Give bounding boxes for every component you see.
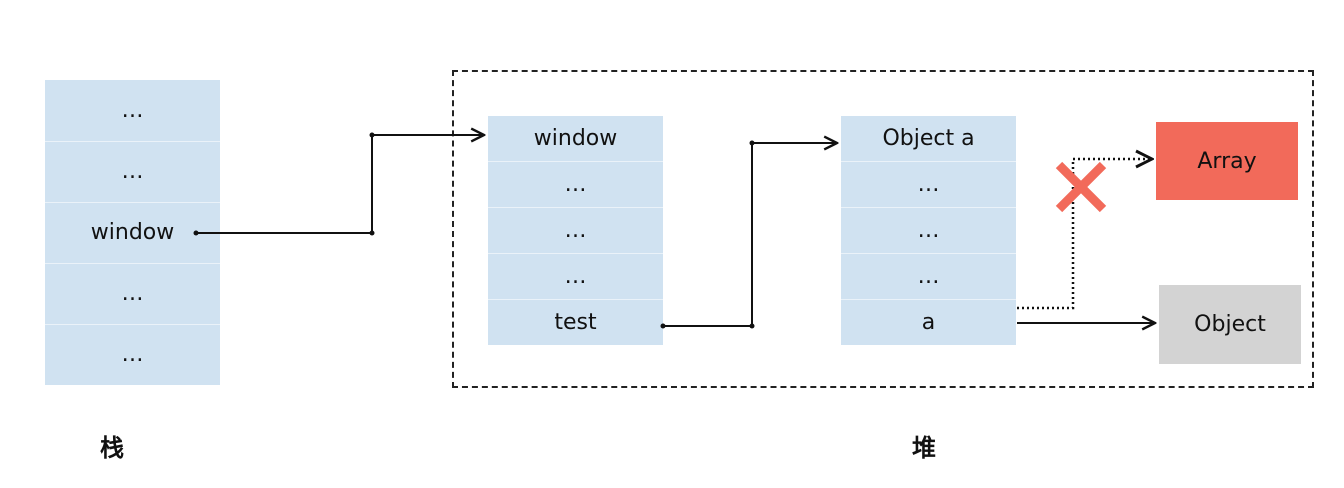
heap-region xyxy=(452,70,1314,388)
window-object-divider xyxy=(488,207,663,208)
object-a-divider xyxy=(841,207,1016,208)
window-object-cell-2: … xyxy=(564,172,587,197)
stack-divider xyxy=(45,141,220,142)
object-a-divider xyxy=(841,253,1016,254)
object-a-column: Object a … … … a xyxy=(841,116,1016,345)
window-object-column: window … … … test xyxy=(488,116,663,345)
window-object-cell-window: window xyxy=(533,126,618,151)
object-a-divider xyxy=(841,299,1016,300)
stack-cell-2: … xyxy=(121,159,144,184)
window-object-divider xyxy=(488,161,663,162)
window-object-cell-test: test xyxy=(554,310,597,335)
object-a-cell-3: … xyxy=(917,218,940,243)
heap-caption: 堆 xyxy=(912,434,936,462)
stack-cell-1: … xyxy=(121,98,144,123)
stack-to-window-bend-dot xyxy=(369,230,375,236)
test-to-object-a-start-dot xyxy=(660,323,666,329)
stack-cell-window: window xyxy=(90,220,175,245)
window-object-cell-3: … xyxy=(564,218,587,243)
test-to-object-a-bend-dot xyxy=(749,323,755,329)
stack-divider xyxy=(45,202,220,203)
stack-column: … … window … … xyxy=(45,80,220,385)
stack-to-window-arrow xyxy=(196,135,484,234)
test-to-object-a-bend-dot xyxy=(749,140,755,146)
object-a-divider xyxy=(841,161,1016,162)
stack-to-window-bend-dot xyxy=(369,132,375,138)
object-a-cell-4: … xyxy=(917,264,940,289)
array-box: Array xyxy=(1156,122,1298,200)
stack-cell-5: … xyxy=(121,342,144,367)
stack-divider xyxy=(45,324,220,325)
object-a-cell-a: a xyxy=(921,310,936,335)
cross-mark-icon xyxy=(1055,161,1107,213)
test-to-object-a-arrow xyxy=(663,143,837,327)
stack-caption: 栈 xyxy=(100,434,124,462)
window-object-divider xyxy=(488,299,663,300)
object-box: Object xyxy=(1159,285,1301,364)
object-a-cell-header: Object a xyxy=(882,126,975,151)
window-object-divider xyxy=(488,253,663,254)
stack-to-window-start-dot xyxy=(193,230,199,236)
object-a-cell-2: … xyxy=(917,172,940,197)
window-object-cell-4: … xyxy=(564,264,587,289)
a-to-array-old-reference xyxy=(1017,159,1152,310)
stack-cell-4: … xyxy=(121,281,144,306)
stack-divider xyxy=(45,263,220,264)
